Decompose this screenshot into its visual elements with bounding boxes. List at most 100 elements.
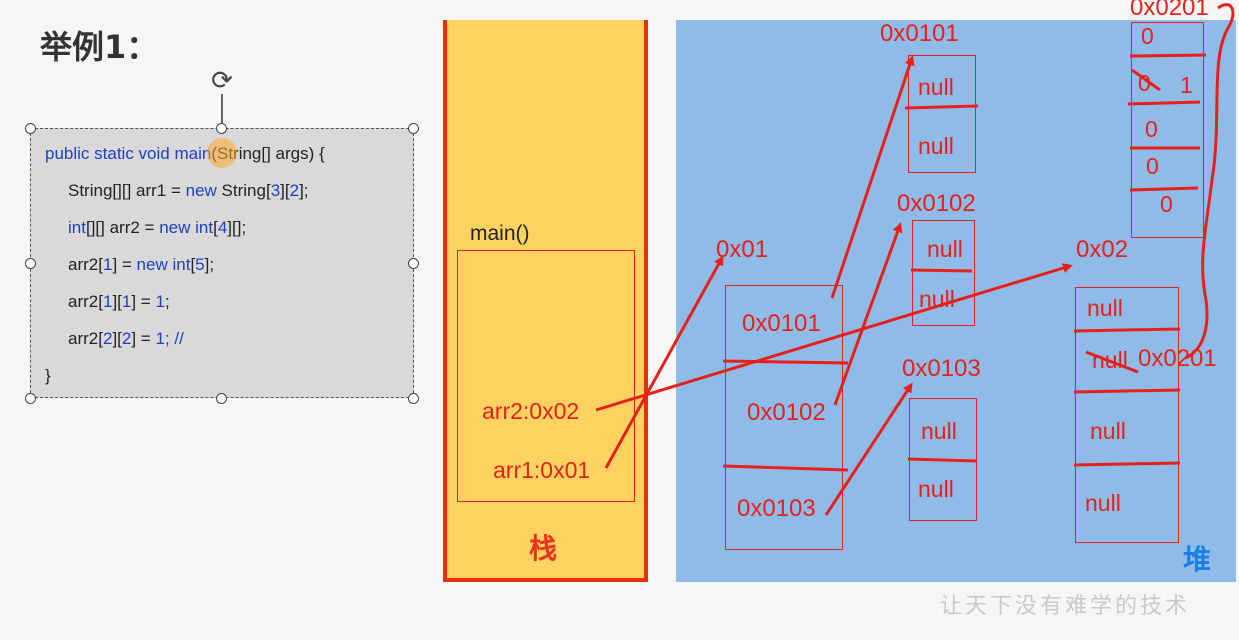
code-token: ][	[112, 292, 122, 311]
main-frame-label: main()	[470, 222, 530, 245]
arr2-address: 0x02	[1076, 236, 1129, 263]
code-token: new	[136, 255, 168, 274]
code-token: String[	[216, 181, 271, 200]
code-token: 2	[102, 329, 113, 348]
arr2-array-box	[1075, 287, 1179, 543]
arr2-cell-2: null	[1090, 418, 1126, 444]
int-array-cell-0: 0	[1141, 23, 1154, 49]
code-token: arr2[	[68, 255, 103, 274]
arrow-arr1-to-0x01	[604, 255, 724, 469]
resize-handle-bottom-right[interactable]	[408, 393, 419, 404]
int-array-divider-2	[1127, 100, 1201, 106]
int-array-cell-2: 0	[1145, 116, 1158, 142]
arr2-cell-1-new-value: 0x0201	[1138, 345, 1217, 372]
code-line: int[][] arr2 = new int[4][];	[68, 218, 246, 238]
stack-var-arr2: arr2:0x02	[482, 398, 580, 424]
arr1-address: 0x01	[716, 236, 769, 263]
subarray-0103-cell-0: null	[921, 418, 957, 444]
code-token: arr2[	[68, 292, 103, 311]
subarray-0101-box	[908, 55, 976, 173]
code-token: arr2[	[68, 329, 103, 348]
code-line: }	[45, 366, 51, 386]
code-token: 4	[217, 218, 228, 237]
arrow-arr2-to-0x02	[595, 263, 1073, 412]
stack-var-arr1: arr1:0x01	[493, 457, 591, 483]
code-token: ] =	[131, 292, 156, 311]
code-token: ];	[299, 181, 309, 200]
mouse-cursor-highlight	[207, 138, 237, 168]
code-token: ][	[280, 181, 290, 200]
code-token: [	[213, 218, 218, 237]
subarray-0101-address: 0x0101	[880, 20, 959, 47]
code-token: 1	[121, 292, 132, 311]
code-token: 1	[102, 255, 113, 274]
code-token: 3	[270, 181, 281, 200]
arr1-cell-0: 0x0101	[742, 310, 821, 337]
code-token: ] =	[131, 329, 156, 348]
arr1-divider-1	[722, 359, 849, 365]
code-token: ];	[204, 255, 215, 274]
resize-handle-left[interactable]	[25, 258, 36, 269]
arrow-to-0x0101	[830, 55, 915, 299]
code-token: 2	[289, 181, 300, 200]
resize-handle-top-right[interactable]	[408, 123, 419, 134]
code-token: 2	[121, 329, 132, 348]
arrow-to-0x0103	[824, 382, 913, 516]
arr2-cell-0: null	[1087, 295, 1123, 321]
code-token: ][	[112, 329, 122, 348]
code-token: }	[45, 366, 51, 385]
slide-title: 举例1：	[40, 28, 159, 66]
arr1-cell-1: 0x0102	[747, 399, 826, 426]
code-token: 1	[155, 292, 165, 311]
resize-handle-right[interactable]	[408, 258, 419, 269]
int-array-cell-3: 0	[1146, 153, 1159, 179]
code-line: arr2[1][1] = 1;	[68, 292, 170, 312]
code-token: 1	[102, 292, 113, 311]
arr1-divider-2	[722, 464, 849, 472]
code-token: 5	[195, 255, 205, 274]
subarray-0102-box	[912, 220, 975, 326]
int-array-box	[1131, 22, 1204, 238]
resize-handle-top[interactable]	[216, 123, 227, 134]
brace-stroke	[1185, 3, 1235, 360]
code-line: String[][] arr1 = new String[3][2];	[68, 181, 309, 201]
arr2-divider-1	[1073, 327, 1181, 333]
int-array-divider-1	[1129, 53, 1207, 58]
code-token: 1	[155, 329, 165, 348]
heap-label: 堆	[1183, 543, 1212, 576]
resize-handle-bottom[interactable]	[216, 393, 227, 404]
stack-region	[443, 20, 648, 582]
subarray-0103-cell-1: null	[918, 476, 954, 502]
int-array-address: 0x0201	[1130, 0, 1209, 21]
code-token: int	[68, 218, 86, 237]
code-token: new	[159, 218, 191, 237]
int-array-cell-4: 0	[1160, 191, 1173, 217]
int-array-cell-1-strike	[1131, 68, 1161, 92]
code-line: arr2[1] = new int[5];	[68, 255, 214, 275]
code-token: ;	[164, 292, 170, 311]
arrow-to-0x0102	[833, 222, 903, 406]
stack-label: 栈	[529, 532, 558, 565]
rotate-icon[interactable]: ⟳	[211, 65, 233, 95]
arr1-array-box	[725, 285, 843, 550]
subarray-0102-divider	[910, 268, 973, 273]
arr2-cell-3: null	[1085, 490, 1121, 516]
code-token: String[][] arr1 =	[68, 181, 186, 200]
code-token: [][] arr2 =	[85, 218, 160, 237]
resize-handle-top-left[interactable]	[25, 123, 36, 134]
subarray-0101-cell-1: null	[918, 133, 954, 159]
int-array-cell-1-new-value: 1	[1180, 72, 1193, 98]
resize-handle-bottom-left[interactable]	[25, 393, 36, 404]
code-token: int	[195, 218, 214, 237]
watermark-text: 让天下没有难学的技术	[940, 594, 1191, 619]
int-array-divider-4	[1129, 186, 1199, 192]
code-token: ; //	[164, 329, 184, 348]
code-token: ] =	[112, 255, 137, 274]
subarray-0101-cell-0: null	[918, 74, 954, 100]
code-textbox[interactable]: public static void main(String[] args) {…	[30, 128, 414, 398]
arr1-cell-2: 0x0103	[737, 495, 816, 522]
arr2-divider-3	[1073, 461, 1181, 467]
code-line: arr2[2][2] = 1; //	[68, 329, 184, 349]
